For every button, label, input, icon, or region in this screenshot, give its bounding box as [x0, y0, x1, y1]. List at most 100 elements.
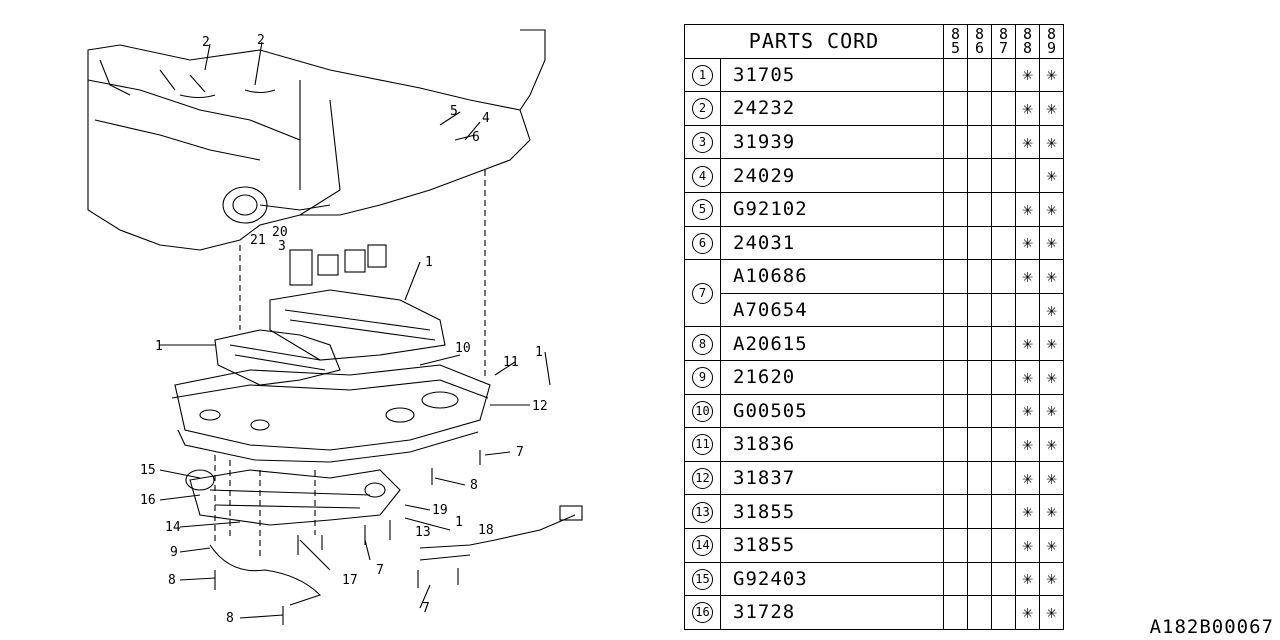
year-mark [967, 91, 992, 126]
part-code: G00505 [720, 393, 944, 429]
part-code: 31939 [720, 124, 944, 160]
control-valve-lower [185, 469, 401, 526]
ref-number: 8 [684, 326, 721, 361]
year-mark: ✳ [1039, 191, 1064, 227]
year-mark [943, 91, 968, 126]
year-mark [1015, 292, 1040, 328]
year-mark: ✳ [1015, 191, 1040, 227]
part-code: G92102 [720, 191, 944, 227]
year-mark [967, 292, 992, 328]
year-mark [991, 460, 1016, 496]
ref-number-circle: 3 [692, 132, 713, 154]
callout: 1 [155, 339, 163, 354]
parts-diagram: 2 2 5 4 6 20 21 3 1 1 10 11 1 12 7 15 8 … [87, 29, 583, 626]
year-mark [991, 91, 1016, 126]
diagram-code: A182B00067 [1149, 616, 1274, 638]
year-mark [967, 561, 992, 597]
year-mark [943, 527, 968, 563]
year-mark [967, 393, 992, 429]
year-mark [943, 57, 968, 93]
year-mark [991, 124, 1016, 160]
callout: 16 [140, 493, 156, 508]
ref-number: 1 [684, 57, 721, 93]
ref-number: 3 [684, 124, 721, 160]
year-mark: ✳ [1015, 225, 1040, 261]
year-mark: ✳ [1039, 326, 1064, 361]
callout: 8 [470, 478, 478, 493]
year-mark [967, 259, 992, 294]
year-mark: ✳ [1015, 561, 1040, 597]
year-mark: ✳ [1039, 124, 1064, 160]
callout: 7 [422, 601, 430, 616]
callout: 4 [482, 111, 490, 126]
year-mark [967, 225, 992, 261]
bolts [214, 450, 481, 625]
control-valve-upper [214, 244, 446, 386]
year-mark: ✳ [1039, 225, 1064, 261]
callout: 5 [450, 104, 458, 119]
ref-number: 16 [684, 595, 721, 630]
year-mark [943, 595, 968, 630]
year-mark: ✳ [1039, 91, 1064, 126]
callout: 1 [535, 345, 543, 360]
callout: 8 [226, 611, 234, 626]
year-mark [943, 494, 968, 529]
year-mark [967, 427, 992, 462]
callout: 1 [455, 515, 463, 530]
ref-number-circle: 8 [692, 333, 713, 355]
year-mark [967, 494, 992, 529]
year-mark [991, 292, 1016, 328]
part-code: 24031 [720, 225, 944, 261]
part-code: 21620 [720, 359, 944, 395]
year-mark: ✳ [1015, 393, 1040, 429]
callout: 18 [478, 523, 494, 538]
year-mark: ✳ [1015, 494, 1040, 529]
transmission-case [87, 29, 546, 251]
year-mark [991, 326, 1016, 361]
part-code: 24029 [720, 158, 944, 193]
year-mark [943, 393, 968, 429]
callout: 13 [415, 525, 431, 540]
year-mark [991, 225, 1016, 261]
year-mark [943, 326, 968, 361]
callout: 9 [170, 545, 178, 560]
year-mark [991, 427, 1016, 462]
year-mark: ✳ [1039, 359, 1064, 395]
part-code: A70654 [720, 292, 944, 328]
year-mark [943, 359, 968, 395]
year-mark [943, 124, 968, 160]
year-mark [991, 595, 1016, 630]
year-mark [943, 158, 968, 193]
ref-number: 13 [684, 494, 721, 529]
year-mark: ✳ [1015, 359, 1040, 395]
year-mark [943, 427, 968, 462]
table-row: A70654✳ [685, 292, 1064, 328]
header-parts-cord: PARTS CORD [684, 24, 944, 59]
year-mark [943, 191, 968, 227]
callout: 21 [250, 233, 266, 248]
year-mark [943, 292, 968, 328]
ref-number-circle: 7 [692, 283, 713, 305]
year-mark: ✳ [1039, 393, 1064, 429]
callout: 8 [168, 573, 176, 588]
year-mark [991, 158, 1016, 193]
year-mark [943, 561, 968, 597]
ref-number-circle: 12 [692, 468, 713, 490]
ref-number-circle: 11 [692, 434, 713, 456]
ref-number: 5 [684, 191, 721, 227]
